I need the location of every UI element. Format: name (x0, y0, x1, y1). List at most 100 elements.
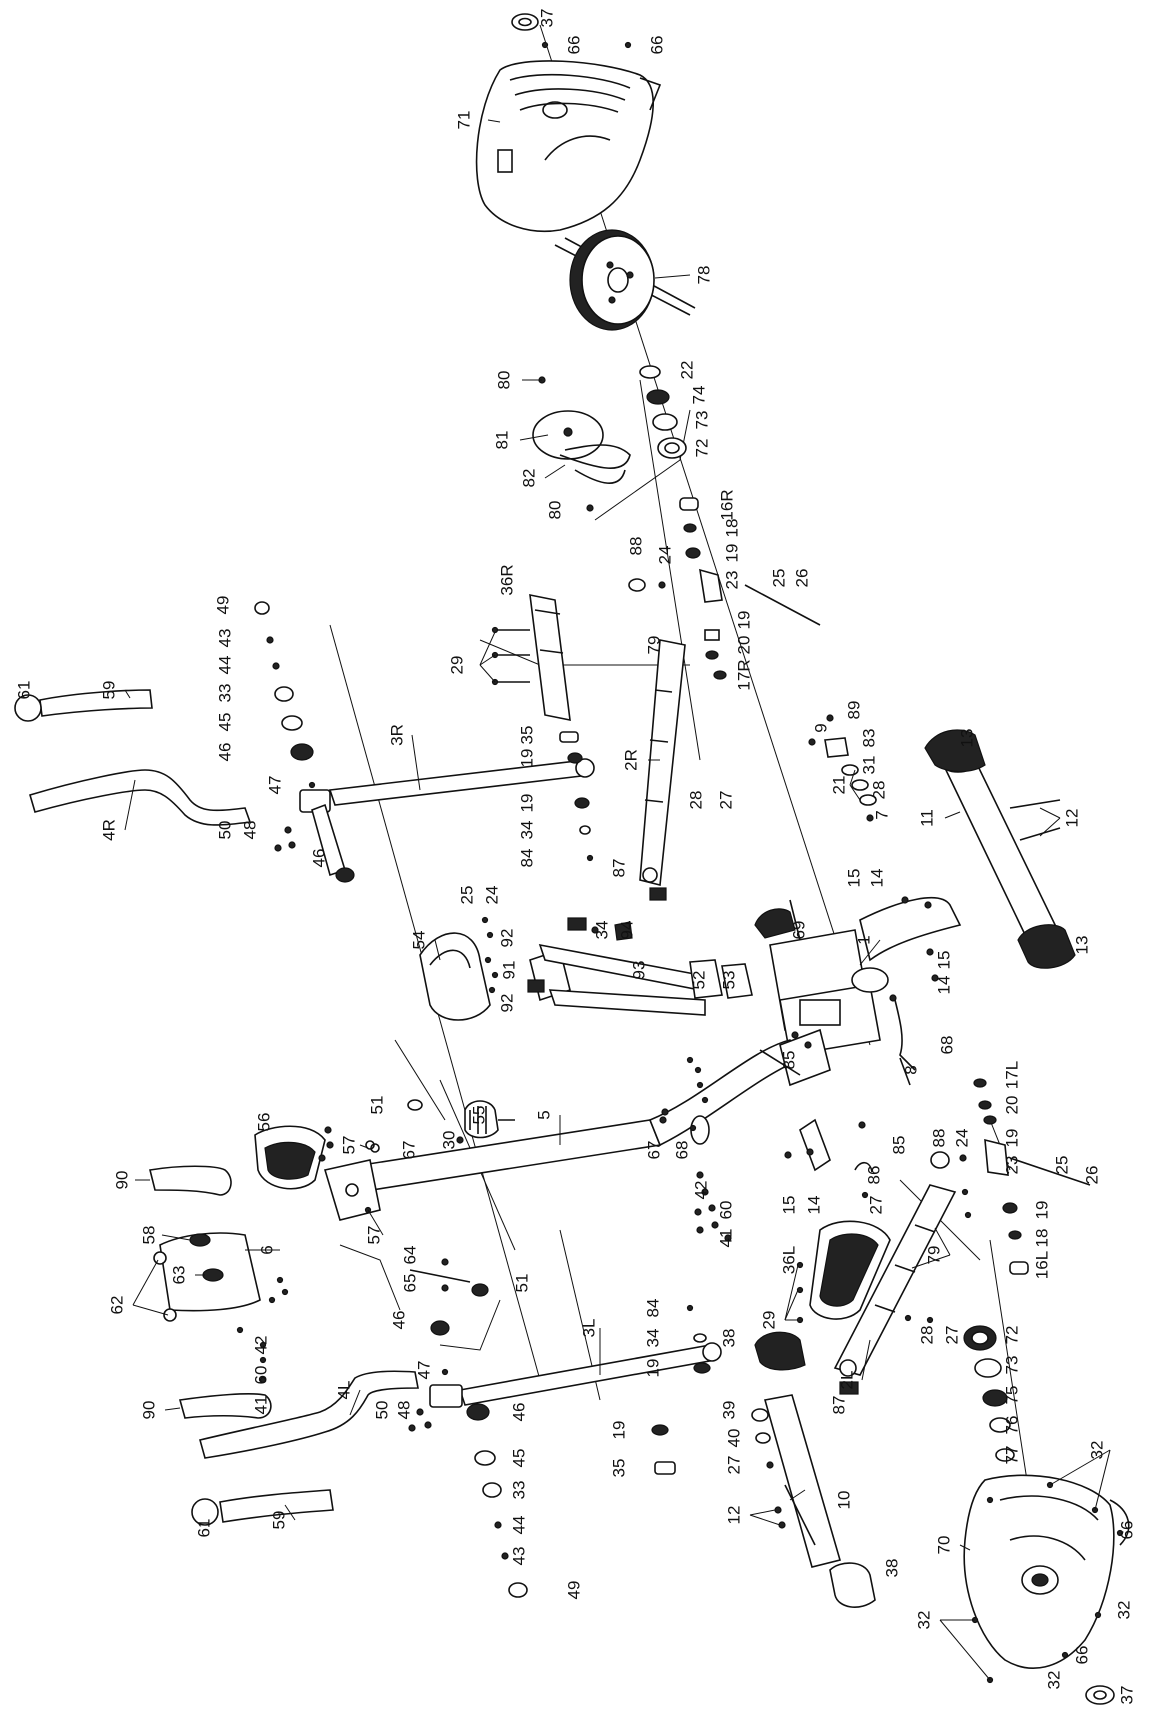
part-label-p80b: 80 (545, 501, 564, 520)
part-55-tension-knob (456, 1100, 515, 1144)
part-label-p70: 70 (934, 1536, 953, 1555)
part-label-p90a: 90 (112, 1171, 131, 1190)
part-label-p38b: 38 (882, 1559, 901, 1578)
part-label-p86: 86 (864, 1166, 883, 1185)
part-61-knob-right (14, 694, 42, 722)
part-label-p61b: 61 (194, 1519, 213, 1538)
part-label-p15b: 15 (934, 951, 953, 970)
part-label-p60a: 60 (716, 1201, 735, 1220)
part-label-p84b: 84 (643, 1299, 662, 1318)
part-label-p19e: 19 (1002, 1129, 1021, 1148)
small-parts-67-68 (370, 1108, 669, 1153)
tension-mechanism (808, 714, 877, 822)
part-label-p69: 69 (789, 921, 808, 940)
part-label-p27a: 27 (716, 791, 735, 810)
part-label-p37a: 37 (537, 9, 556, 28)
part-label-p66b: 66 (647, 36, 666, 55)
part-label-p47a: 47 (265, 776, 284, 795)
part-label-p23a: 23 (722, 571, 741, 590)
part-label-p16L: 16L (1032, 1251, 1051, 1279)
part-label-p48b: 48 (394, 1401, 413, 1420)
part-label-p24b: 24 (482, 886, 501, 905)
part-label-p87a: 87 (609, 859, 628, 878)
part-label-p14b: 14 (934, 976, 953, 995)
part-label-p44a: 44 (215, 656, 234, 675)
part-36R-right-pedal (491, 593, 571, 722)
part-label-p6: 6 (257, 1245, 276, 1254)
part-label-p39: 39 (719, 1401, 738, 1420)
part-label-p73: 73 (692, 411, 711, 430)
part-label-p62: 62 (107, 1296, 126, 1315)
part-51-bushings (407, 1099, 489, 1297)
part-label-p13a: 13 (957, 729, 976, 748)
part-label-p18b: 18 (1032, 1229, 1051, 1248)
part-label-p27c: 27 (942, 1326, 961, 1345)
part-label-p46b: 46 (309, 849, 328, 868)
part-label-p19a: 19 (722, 544, 741, 563)
part-label-p12b: 12 (724, 1506, 743, 1525)
part-label-p55: 55 (469, 1106, 488, 1125)
part-label-p49b: 49 (564, 1581, 583, 1600)
part-label-p7: 7 (872, 810, 891, 819)
part-label-p85a: 85 (779, 1051, 798, 1070)
part-label-p30: 30 (439, 1131, 458, 1150)
part-2R-right-pedal-arm (639, 639, 686, 901)
part-label-p19f: 19 (1032, 1201, 1051, 1220)
part-59-grip-right (39, 689, 153, 717)
part-label-p92b: 92 (497, 994, 516, 1013)
part-label-p50b: 50 (372, 1401, 391, 1420)
part-label-p32d: 32 (1044, 1671, 1063, 1690)
part-4R-handlebar-right (29, 769, 252, 826)
part-61-knob-left (191, 1498, 219, 1526)
part-label-p25b: 25 (457, 886, 476, 905)
part-label-p25c: 25 (1052, 1156, 1071, 1175)
part-label-p34a: 34 (517, 821, 536, 840)
part-label-p32a: 32 (1087, 1441, 1106, 1460)
part-label-p33a: 33 (215, 684, 234, 703)
part-label-p52: 52 (689, 971, 708, 990)
part-label-p36L: 36L (779, 1246, 798, 1274)
part-label-p20b: 20 (1002, 1096, 1021, 1115)
part-label-p21: 21 (829, 776, 848, 795)
part-label-p32b: 32 (1114, 1601, 1133, 1620)
part-label-p82: 82 (519, 469, 538, 488)
part-59-grip-left (219, 1489, 334, 1523)
part-label-p68a: 68 (937, 1036, 956, 1055)
bushing-stack-right (254, 601, 314, 761)
part-label-p1: 1 (854, 935, 873, 944)
part-label-p77: 77 (1002, 1446, 1021, 1465)
part-label-p73b: 73 (1002, 1356, 1021, 1375)
part-37-cap-bottom (1085, 1685, 1115, 1705)
part-label-p67a: 67 (399, 1141, 418, 1160)
part-label-p38a: 38 (719, 1329, 738, 1348)
part-3L-swing-arm-left (429, 1320, 722, 1408)
part-label-p93: 93 (629, 961, 648, 980)
part-label-p36R: 36R (497, 564, 516, 595)
part-label-p31: 31 (859, 756, 878, 775)
part-label-p22: 22 (677, 361, 696, 380)
part-label-p68b: 68 (672, 1141, 691, 1160)
part-label-p49a: 49 (213, 596, 232, 615)
part-label-p64: 64 (400, 1246, 419, 1265)
bolt-cluster-center (686, 1056, 732, 1242)
part-label-p72b: 72 (1002, 1326, 1021, 1345)
part-66-screws-top (541, 41, 632, 49)
part-label-p29a: 29 (447, 656, 466, 675)
part-36L-left-pedal (796, 1220, 891, 1324)
part-label-p59a: 59 (99, 681, 118, 700)
part-label-p4R: 4R (99, 819, 118, 841)
part-68-sensor-cable (889, 994, 916, 1086)
part-label-p53: 53 (719, 971, 738, 990)
leader-lines (124, 119, 1111, 1681)
part-label-p66c: 66 (1117, 1521, 1136, 1540)
part-11-stabilizer (924, 729, 1076, 969)
part-label-p83: 83 (859, 729, 878, 748)
pedal-axle-left (930, 1078, 1091, 1275)
part-label-p65: 65 (400, 1274, 419, 1293)
part-64-65-bolts (409, 1258, 471, 1292)
part-label-p34b: 34 (592, 921, 611, 940)
part-label-p13b: 13 (1072, 936, 1091, 955)
part-1-main-frame (754, 896, 962, 1056)
